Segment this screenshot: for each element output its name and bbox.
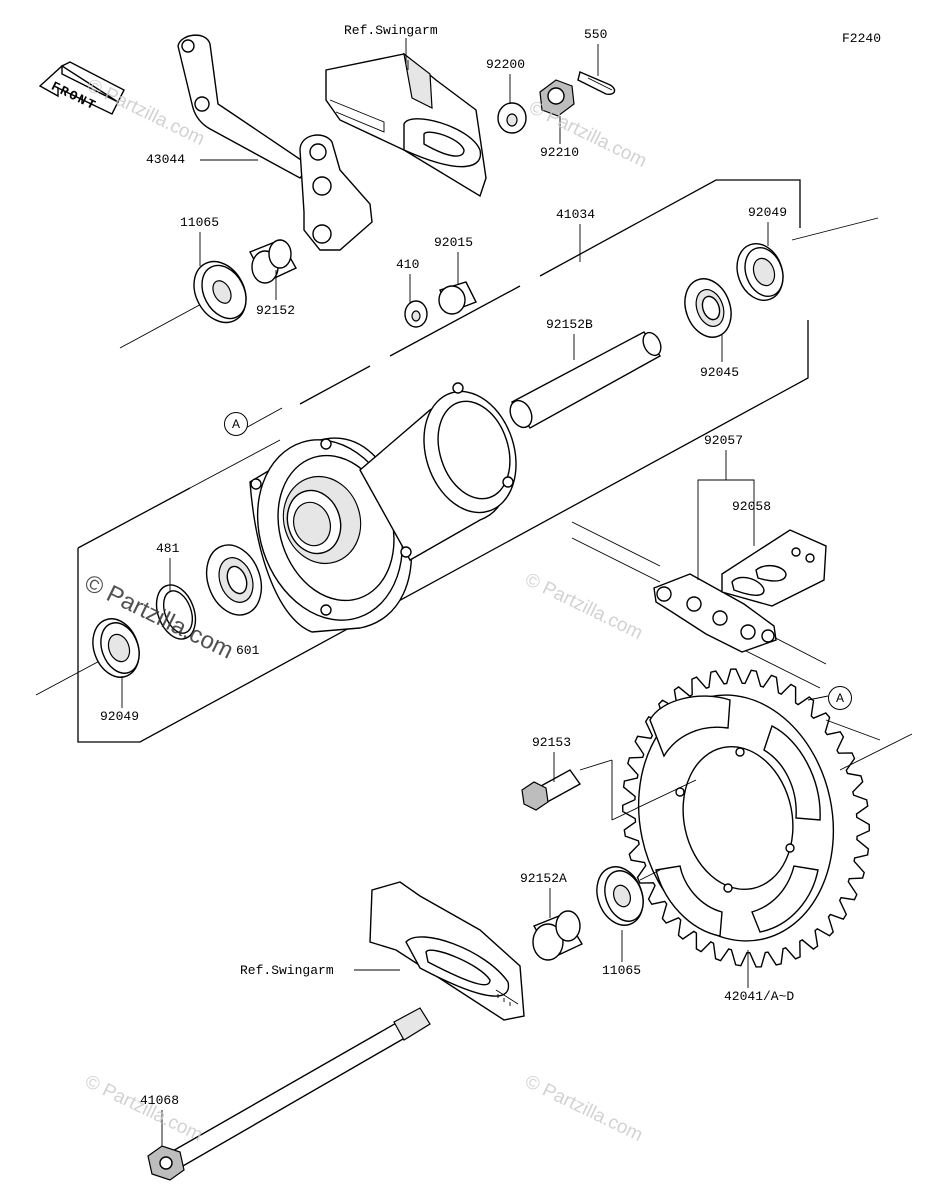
part-label-11065-top: 11065 [180,215,220,230]
collar-92152-part [249,239,297,284]
callout-a-hub: A [224,412,248,436]
part-label-42041: 42041/A~D [724,989,795,1004]
washer-410-part [404,300,428,328]
part-label-550: 550 [584,27,608,42]
bearing-92045-part [684,278,732,338]
part-label-481: 481 [156,541,180,556]
circlip-481-part [155,584,197,640]
master-link-part [721,529,827,607]
collar-11065-bottom-part [596,866,644,926]
axle-41068-part [147,1007,431,1181]
part-label-41068: 41068 [140,1093,180,1108]
front-arrow-icon [38,61,125,115]
part-label-41034: 41034 [556,207,596,222]
torque-arm-part [177,34,373,251]
collar-11065-top-part [193,260,247,324]
part-label-92152A: 92152A [520,871,567,886]
swingarm-top-part [325,52,487,198]
part-label-92058: 92058 [732,499,772,514]
part-label-92049-top: 92049 [748,205,788,220]
rear-hub-part [249,382,517,633]
drive-chain-part [571,521,827,689]
swingarm-bottom-part [369,881,525,1021]
part-label-410: 410 [396,257,420,272]
sprocket-leader-lines [579,719,913,988]
callout-a-sprocket: A [828,686,852,710]
hub-assembly-frame [35,179,879,743]
spacer-92152B-part [509,331,662,429]
part-label-92200: 92200 [486,57,526,72]
part-label-92210: 92210 [540,145,580,160]
ref-swingarm-bottom-label: Ref.Swingarm [240,963,334,978]
label-leader-lines [121,38,829,1146]
collar-92015-part [438,281,477,315]
part-label-92152B: 92152B [546,317,593,332]
cotter-pin-part [577,71,616,96]
ref-swingarm-top-label: Ref.Swingarm [344,23,438,38]
nut-92210-part [539,79,575,117]
part-label-92153: 92153 [532,735,572,750]
part-label-92049-bottom: 92049 [100,709,140,724]
washer-92200-part [497,102,527,134]
part-label-43044: 43044 [146,152,186,167]
diagram-code: F2240 [842,31,882,46]
part-label-601: 601 [236,643,260,658]
sprocket-part [621,668,871,968]
part-label-92152: 92152 [256,303,296,318]
bearing-601-part [205,544,263,616]
oil-seal-92049-bottom-part [92,618,140,678]
part-label-92045: 92045 [700,365,740,380]
part-label-11065-bottom: 11065 [602,963,642,978]
part-label-92057: 92057 [704,433,744,448]
part-label-92015: 92015 [434,235,474,250]
bolt-92153-part [521,769,582,811]
collar-92152A-part [532,910,583,961]
oil-seal-92049-top-part [736,243,784,301]
